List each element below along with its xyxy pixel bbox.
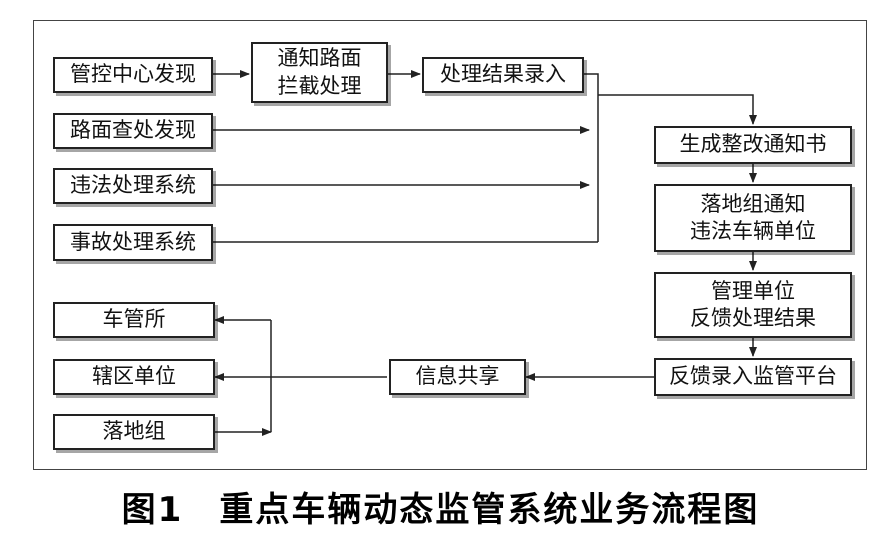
- node-vehicle-office: 车管所: [53, 302, 215, 338]
- node-accident-system: 事故处理系统: [53, 224, 213, 261]
- node-district-unit: 辖区单位: [53, 359, 215, 395]
- node-info-sharing: 信息共享: [389, 359, 526, 395]
- bus-to-rectification: [584, 73, 599, 242]
- node-control-center: 管控中心发现: [53, 57, 213, 93]
- node-management-feedback: 管理单位 反馈处理结果: [654, 272, 852, 338]
- node-rectification-notice: 生成整改通知书: [654, 126, 852, 164]
- figure-caption: 图1 重点车辆动态监管系统业务流程图: [121, 490, 760, 530]
- node-local-group: 落地组: [53, 414, 215, 450]
- node-notify-owner: 落地组通知 违法车辆单位: [654, 184, 852, 252]
- node-violation-system: 违法处理系统: [53, 168, 213, 204]
- node-road-inspection: 路面查处发现: [53, 113, 213, 149]
- node-feedback-platform: 反馈录入监管平台: [654, 358, 852, 396]
- node-result-entry: 处理结果录入: [422, 57, 584, 93]
- diagram-frame: [33, 20, 867, 470]
- node-notify-intercept: 通知路面 拦截处理: [251, 42, 388, 103]
- arrow-bus-to-rectification: [598, 94, 757, 125]
